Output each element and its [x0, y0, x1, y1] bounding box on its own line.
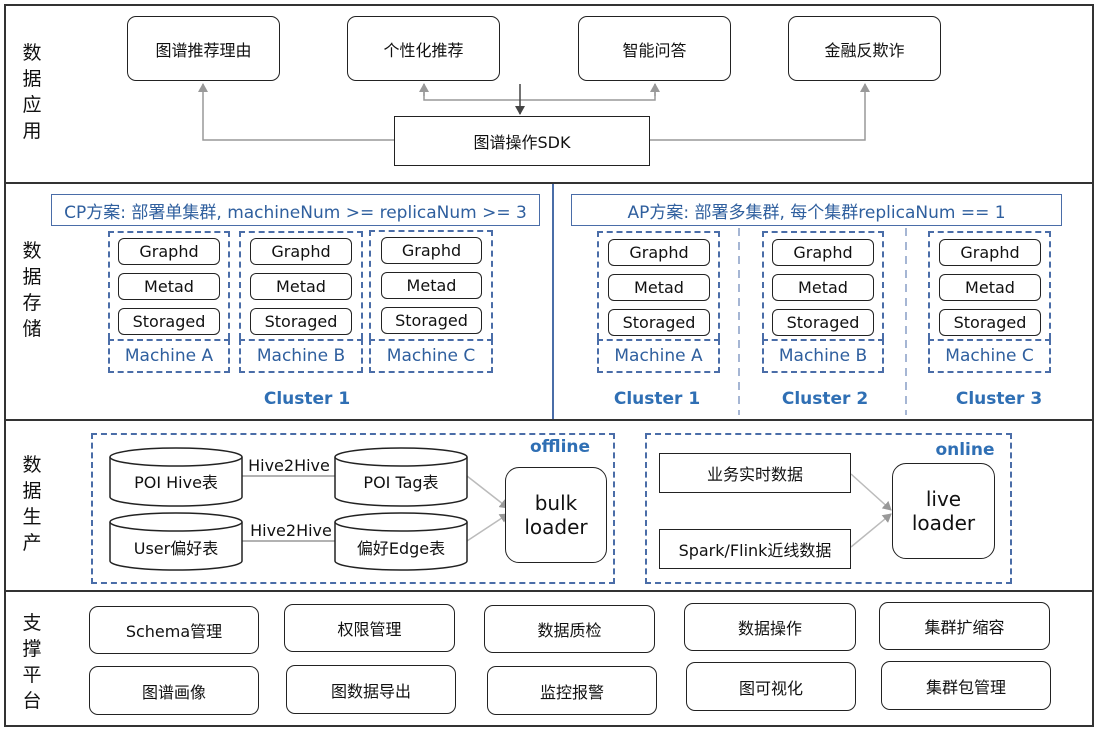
platform-schema-mgmt: Schema管理: [89, 606, 259, 654]
app-graph-reason: 图谱推荐理由: [127, 16, 280, 81]
sdk-to-app1-arrow: [198, 83, 402, 145]
app-fraud-detection: 金融反欺诈: [788, 16, 941, 81]
cp-b-graphd: Graphd: [250, 238, 352, 265]
cp-c-storaged: Storaged: [381, 307, 482, 334]
pref-edge-table: 偏好Edge表: [356, 539, 446, 558]
ap-cluster-2-label: Cluster 2: [781, 389, 869, 409]
cp-b-metad: Metad: [250, 273, 352, 300]
app-band: [4, 4, 1094, 184]
cp-a-metad: Metad: [118, 273, 220, 300]
ap-machine-a: Machine A: [597, 339, 720, 373]
platform-data-quality: 数据质检: [484, 605, 655, 653]
poi-tag-table: POI Tag表: [363, 473, 439, 492]
app-personalized-rec: 个性化推荐: [347, 16, 500, 81]
ap-machine-b-frame: [762, 231, 884, 339]
ap-machine-b: Machine B: [762, 339, 884, 373]
offline-frame: [91, 433, 615, 584]
offline-label: offline: [529, 437, 591, 457]
platform-data-ops: 数据操作: [684, 603, 856, 651]
platform-permission-mgmt: 权限管理: [284, 604, 455, 652]
bulk-loader: bulk loader: [505, 467, 607, 563]
platform-graph-profile: 图谱画像: [89, 666, 259, 715]
near-line-data: Spark/Flink近线数据: [659, 529, 851, 569]
online-label: online: [935, 440, 995, 460]
cp-cluster-label: Cluster 1: [263, 389, 351, 409]
platform-cluster-scaling: 集群扩缩容: [879, 602, 1050, 650]
section-label-production: 数据生产: [22, 454, 42, 554]
cylinder-user-pref: [109, 512, 243, 571]
online-frame: [645, 433, 1012, 584]
cp-machine-c: Machine C: [369, 339, 493, 373]
cp-scheme-title: CP方案: 部署单集群, machineNum >= replicaNum >=…: [51, 194, 540, 226]
section-label-app: 数据应用: [22, 42, 42, 142]
ap-machine-c: Machine C: [928, 339, 1051, 373]
ap-b-metad: Metad: [772, 274, 874, 301]
ap-scheme-title: AP方案: 部署多集群, 每个集群replicaNum == 1: [571, 194, 1062, 226]
cylinder-pref-edge: [334, 512, 468, 571]
hive2hive-label-2: Hive2Hive: [250, 520, 332, 540]
hive2hive-label-1: Hive2Hive: [248, 455, 330, 475]
ap-cluster-1-label: Cluster 1: [613, 389, 701, 409]
live-loader: live loader: [892, 463, 995, 559]
sdk-to-app4-arrow: [642, 83, 870, 145]
cp-b-storaged: Storaged: [250, 308, 352, 335]
ap-machine-c-frame: [928, 231, 1051, 339]
ap-b-graphd: Graphd: [772, 239, 874, 266]
ap-c-metad: Metad: [939, 274, 1041, 301]
cp-machine-b: Machine B: [239, 339, 363, 373]
section-label-storage: 数据存储: [22, 240, 42, 340]
ap-b-storaged: Storaged: [772, 309, 874, 336]
cp-a-storaged: Storaged: [118, 308, 220, 335]
platform-monitoring-alert: 监控报警: [487, 666, 657, 715]
cp-machine-a: Machine A: [108, 339, 230, 373]
platform-cluster-package-mgmt: 集群包管理: [881, 661, 1051, 710]
cp-machine-b-frame: [239, 231, 363, 339]
ap-machine-a-frame: [597, 231, 720, 339]
poi-hive-table: POI Hive表: [134, 473, 218, 492]
ap-a-metad: Metad: [608, 274, 710, 301]
platform-band: [4, 590, 1094, 727]
user-pref-table: User偏好表: [133, 539, 219, 558]
cp-c-graphd: Graphd: [381, 237, 482, 264]
cp-a-graphd: Graphd: [118, 238, 220, 265]
ap-cluster-3-label: Cluster 3: [955, 389, 1043, 409]
ap-c-storaged: Storaged: [939, 309, 1041, 336]
ap-c-graphd: Graphd: [939, 239, 1041, 266]
realtime-data: 业务实时数据: [659, 453, 851, 493]
platform-graph-visualization: 图可视化: [686, 662, 856, 711]
ap-a-storaged: Storaged: [608, 309, 710, 336]
section-label-platform: 支撑平台: [22, 612, 42, 712]
ap-a-graphd: Graphd: [608, 239, 710, 266]
platform-graph-export: 图数据导出: [286, 665, 456, 714]
app-smart-qa: 智能问答: [578, 16, 731, 81]
cylinder-poi-tag: [334, 447, 468, 507]
cp-c-metad: Metad: [381, 272, 482, 299]
cylinder-poi-hive: [109, 447, 243, 507]
cp-machine-c-frame: [369, 230, 493, 339]
graph-sdk: 图谱操作SDK: [394, 116, 650, 166]
cp-machine-a-frame: [108, 231, 230, 339]
